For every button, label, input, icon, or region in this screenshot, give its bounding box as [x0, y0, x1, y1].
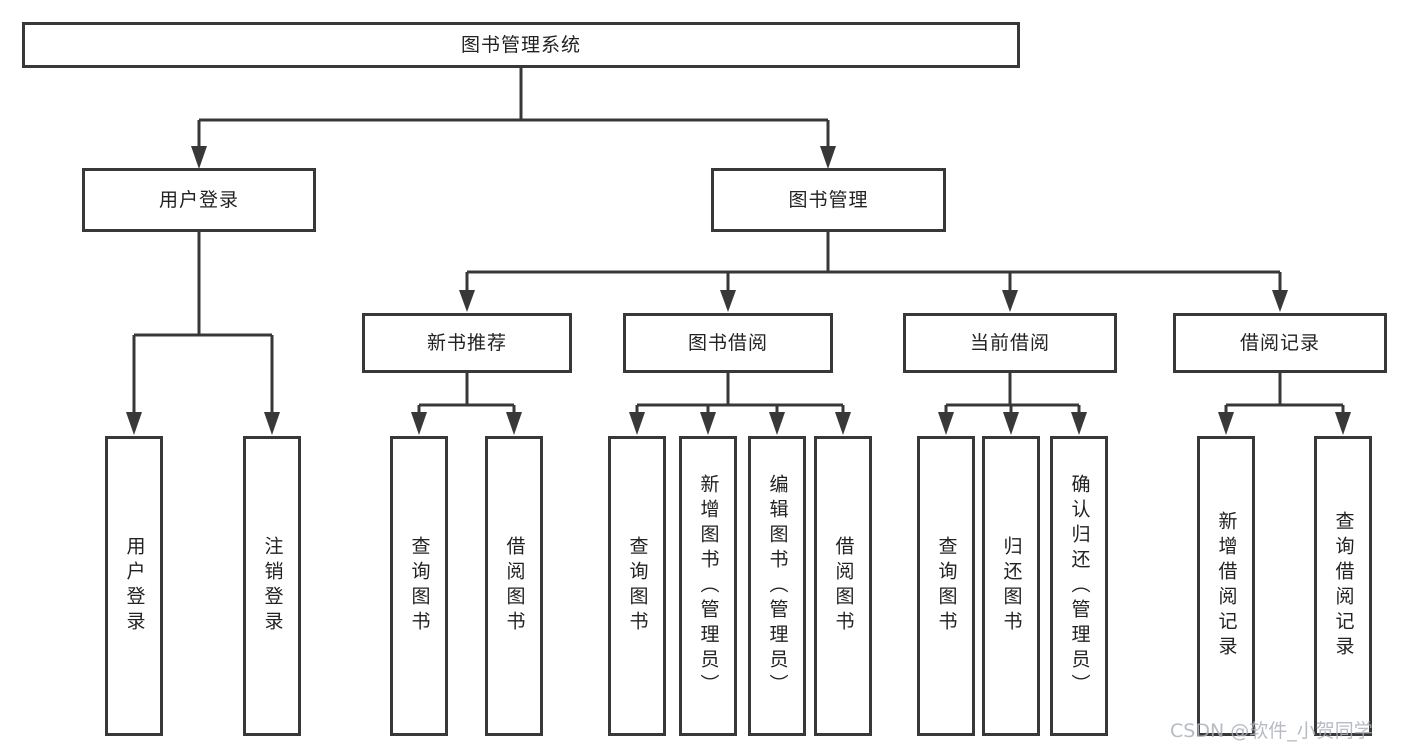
node-new-book-recommend: 新书推荐	[362, 313, 572, 373]
leaf-edit-book-admin: 编辑图书（管理员）	[748, 436, 806, 736]
node-book-borrowing: 图书借阅	[623, 313, 833, 373]
leaf-confirm-return-admin: 确认归还（管理员）	[1050, 436, 1108, 736]
leaf-label: 归还图书	[1000, 536, 1023, 636]
leaf-label: 查询图书	[408, 536, 431, 636]
node-label: 借阅记录	[1239, 331, 1320, 354]
connector-records-to-leaves	[1218, 373, 1351, 435]
node-label: 图书管理	[788, 188, 869, 211]
leaf-logout-login: 注销登录	[243, 436, 301, 736]
node-borrowing-records: 借阅记录	[1173, 313, 1387, 373]
connector-newbook-to-leaves	[411, 373, 522, 435]
leaf-borrow-books-2: 借阅图书	[814, 436, 872, 736]
node-label: 图书管理系统	[460, 33, 581, 56]
leaf-user-login: 用户登录	[105, 436, 163, 736]
leaf-label: 查询图书	[935, 536, 958, 636]
leaf-label: 用户登录	[123, 536, 146, 636]
connector-root-to-level2	[191, 68, 836, 169]
leaf-label: 查询借阅记录	[1332, 511, 1355, 661]
leaf-label: 借阅图书	[503, 536, 526, 636]
leaf-label: 新增图书（管理员）	[697, 473, 720, 699]
node-label: 新书推荐	[426, 331, 507, 354]
leaf-query-books-1: 查询图书	[390, 436, 448, 736]
connector-borrowing-to-leaves	[629, 373, 851, 435]
leaf-return-books: 归还图书	[982, 436, 1040, 736]
node-book-management: 图书管理	[711, 168, 946, 232]
leaf-query-books-2: 查询图书	[608, 436, 666, 736]
leaf-label: 查询图书	[626, 536, 649, 636]
leaf-query-borrow-record: 查询借阅记录	[1314, 436, 1372, 736]
node-current-borrowing: 当前借阅	[903, 313, 1117, 373]
leaf-query-books-3: 查询图书	[917, 436, 975, 736]
leaf-add-borrow-record: 新增借阅记录	[1197, 436, 1255, 736]
node-label: 当前借阅	[969, 331, 1050, 354]
leaf-borrow-books-1: 借阅图书	[485, 436, 543, 736]
connector-bookmgmt-to-level3	[459, 232, 1288, 312]
leaf-label: 新增借阅记录	[1215, 511, 1238, 661]
node-label: 图书借阅	[687, 331, 768, 354]
connector-userlogin-to-leaves	[126, 232, 280, 435]
leaf-label: 确认归还（管理员）	[1068, 473, 1091, 699]
node-library-management-system: 图书管理系统	[22, 22, 1020, 68]
leaf-add-book-admin: 新增图书（管理员）	[679, 436, 737, 736]
leaf-label: 编辑图书（管理员）	[766, 473, 789, 699]
csdn-watermark: CSDN @软件_小贺同学	[1170, 720, 1373, 742]
node-user-login: 用户登录	[82, 168, 316, 232]
leaf-label: 借阅图书	[832, 536, 855, 636]
node-label: 用户登录	[158, 188, 239, 211]
leaf-label: 注销登录	[261, 536, 284, 636]
connector-current-to-leaves	[938, 373, 1087, 435]
